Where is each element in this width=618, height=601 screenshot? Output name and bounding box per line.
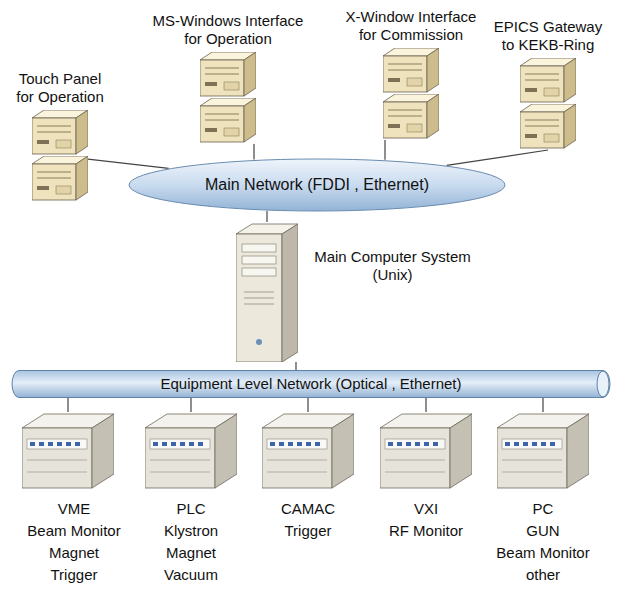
server-label: Touch Panel for Operation xyxy=(11,70,109,106)
server-label: MS-Windows Interface for Operation xyxy=(149,12,307,48)
computer-label-text: Main Computer System (Unix) xyxy=(310,248,475,284)
equipment-function-label: other xyxy=(473,564,613,586)
equipment-function-label: GUN xyxy=(473,520,613,542)
equipment-function-label: Magnet xyxy=(4,542,144,564)
node-shape xyxy=(383,48,439,140)
server-node: Touch Panel for Operation xyxy=(32,110,88,202)
bus-type-label: CAMAC xyxy=(238,498,378,520)
equipment-function-label: Klystron xyxy=(121,520,261,542)
network-ellipse: Main Network (FDDI , Ethernet) xyxy=(128,158,506,212)
equipment-function-label: Vacuum xyxy=(121,564,261,586)
equipment-label: VXIRF Monitor xyxy=(356,498,496,542)
band-label: Equipment Level Network (Optical , Ether… xyxy=(161,375,462,393)
bus-type-label: PC xyxy=(473,498,613,520)
equipment-label: VMEBeam MonitorMagnetTrigger xyxy=(4,498,144,586)
equipment-node: VMEBeam MonitorMagnetTrigger xyxy=(22,412,114,490)
network-link xyxy=(266,211,267,222)
server-node: MS-Windows Interface for Operation xyxy=(200,52,256,144)
node-shape xyxy=(32,110,88,202)
equipment-function-label: RF Monitor xyxy=(356,520,496,542)
equipment-function-label: Trigger xyxy=(238,520,378,542)
server-label-text: Touch Panel for Operation xyxy=(11,70,109,106)
server-label-text: MS-Windows Interface for Operation xyxy=(149,12,307,48)
server-node: X-Window Interface for Commission xyxy=(383,48,439,140)
equipment-function-label: Beam Monitor xyxy=(4,520,144,542)
bus-type-label: VXI xyxy=(356,498,496,520)
network-link xyxy=(307,398,308,412)
node-shape xyxy=(380,412,472,490)
network-link xyxy=(384,140,385,160)
equipment-label: CAMACTrigger xyxy=(238,498,378,542)
network-link xyxy=(88,159,169,168)
computer-node: Main Computer System (Unix) xyxy=(236,222,298,362)
bus-type-label: PLC xyxy=(121,498,261,520)
network-link xyxy=(295,362,296,370)
node-shape xyxy=(200,52,256,144)
network-link xyxy=(425,398,426,412)
equipment-function-label: Beam Monitor xyxy=(473,542,613,564)
network-link xyxy=(447,150,548,165)
equipment-node: PLCKlystronMagnetVacuum xyxy=(145,412,237,490)
equipment-function-label: Trigger xyxy=(4,564,144,586)
node-shape xyxy=(22,412,114,490)
equipment-node: VXIRF Monitor xyxy=(380,412,472,490)
node-shape xyxy=(145,412,237,490)
node-shape xyxy=(497,412,589,490)
server-label-text: X-Window Interface for Commission xyxy=(341,8,481,44)
node-shape xyxy=(262,412,354,490)
equipment-label: PCGUNBeam Monitorother xyxy=(473,498,613,586)
network-link xyxy=(542,398,543,412)
server-label: EPICS Gateway to KEKB-Ring xyxy=(490,18,606,54)
network-label: Main Network (FDDI , Ethernet) xyxy=(205,176,429,194)
network-link xyxy=(253,144,254,160)
bus-type-label: VME xyxy=(4,498,144,520)
server-label-text: EPICS Gateway to KEKB-Ring xyxy=(490,18,606,54)
node-shape xyxy=(236,222,298,362)
server-node: EPICS Gateway to KEKB-Ring xyxy=(520,58,576,150)
network-band: Equipment Level Network (Optical , Ether… xyxy=(12,370,610,398)
equipment-label: PLCKlystronMagnetVacuum xyxy=(121,498,261,586)
computer-label: Main Computer System (Unix) xyxy=(310,248,475,284)
equipment-node: PCGUNBeam Monitorother xyxy=(497,412,589,490)
network-link xyxy=(190,398,191,412)
equipment-function-label: Magnet xyxy=(121,542,261,564)
node-shape xyxy=(520,58,576,150)
server-label: X-Window Interface for Commission xyxy=(341,8,481,44)
equipment-node: CAMACTrigger xyxy=(262,412,354,490)
network-link xyxy=(67,398,68,412)
